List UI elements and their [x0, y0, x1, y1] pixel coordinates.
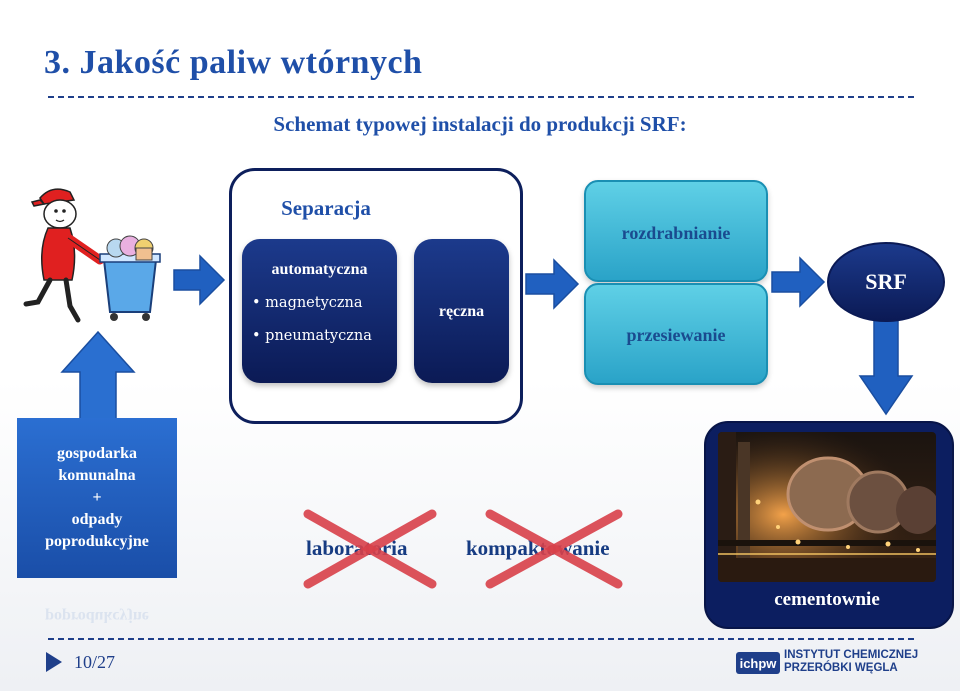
worker-cart-icon: [23, 188, 161, 323]
source-line: poprodukcyjne: [45, 533, 149, 550]
bullet-item: • pneumatyczna: [252, 328, 372, 344]
source-line: komunalna: [58, 467, 136, 484]
slide-title: 3. Jakość paliw wtórnych: [44, 44, 423, 81]
shredding-label: rozdrabnianie: [621, 223, 731, 243]
source-reflection: poprodukcyjne: [45, 608, 149, 625]
play-triangle-icon: [46, 652, 62, 672]
institute-name: INSTYTUT CHEMICZNEJ PRZERÓBKI WĘGLA: [784, 649, 918, 675]
source-line: odpady: [71, 511, 123, 528]
logo-mark-text: ichpw: [740, 656, 778, 671]
diagram-subtitle: Schemat typowej instalacji do produkcji …: [273, 112, 687, 136]
ichpw-logo-icon: ichpw: [736, 652, 780, 674]
bottom-divider: [48, 638, 914, 640]
arrow-right-icon: [173, 254, 226, 306]
separation-title: Separacja: [281, 196, 371, 220]
cement-plant-label: cementownie: [774, 589, 880, 610]
cross-icon: [303, 509, 437, 589]
source-line: +: [92, 489, 102, 506]
bullet-item: • magnetyczna: [252, 295, 363, 311]
cement-plant-photo: [718, 432, 936, 582]
top-divider: [48, 96, 914, 98]
magnetic-label: magnetyczna: [265, 295, 363, 311]
manual-label: ręczna: [438, 303, 485, 320]
source-text: gospodarka komunalna + odpady poprodukcy…: [17, 443, 177, 553]
source-line: gospodarka: [56, 445, 138, 462]
srf-output: SRF: [827, 242, 945, 322]
arrow-right-icon: [525, 258, 580, 310]
shredding-box: rozdrabnianie: [584, 180, 768, 282]
logo-line1: INSTYTUT CHEMICZNEJ: [784, 649, 919, 661]
screening-box: przesiewanie: [584, 283, 768, 385]
automatic-separation-box: automatyczna • magnetyczna • pneumatyczn…: [242, 239, 397, 383]
screening-label: przesiewanie: [626, 325, 726, 345]
arrow-right-icon: [771, 256, 826, 308]
arrow-down-icon: [858, 319, 914, 416]
arrow-up-icon: [60, 330, 136, 421]
pneumatic-label: pneumatyczna: [265, 328, 372, 344]
cross-icon: [485, 509, 623, 589]
source-box: gospodarka komunalna + odpady poprodukcy…: [17, 418, 177, 578]
page-number: 10/27: [74, 652, 116, 672]
logo-line2: PRZERÓBKI WĘGLA: [784, 662, 898, 674]
manual-separation-box: ręczna: [414, 239, 509, 383]
automatic-label: automatyczna: [271, 261, 368, 278]
